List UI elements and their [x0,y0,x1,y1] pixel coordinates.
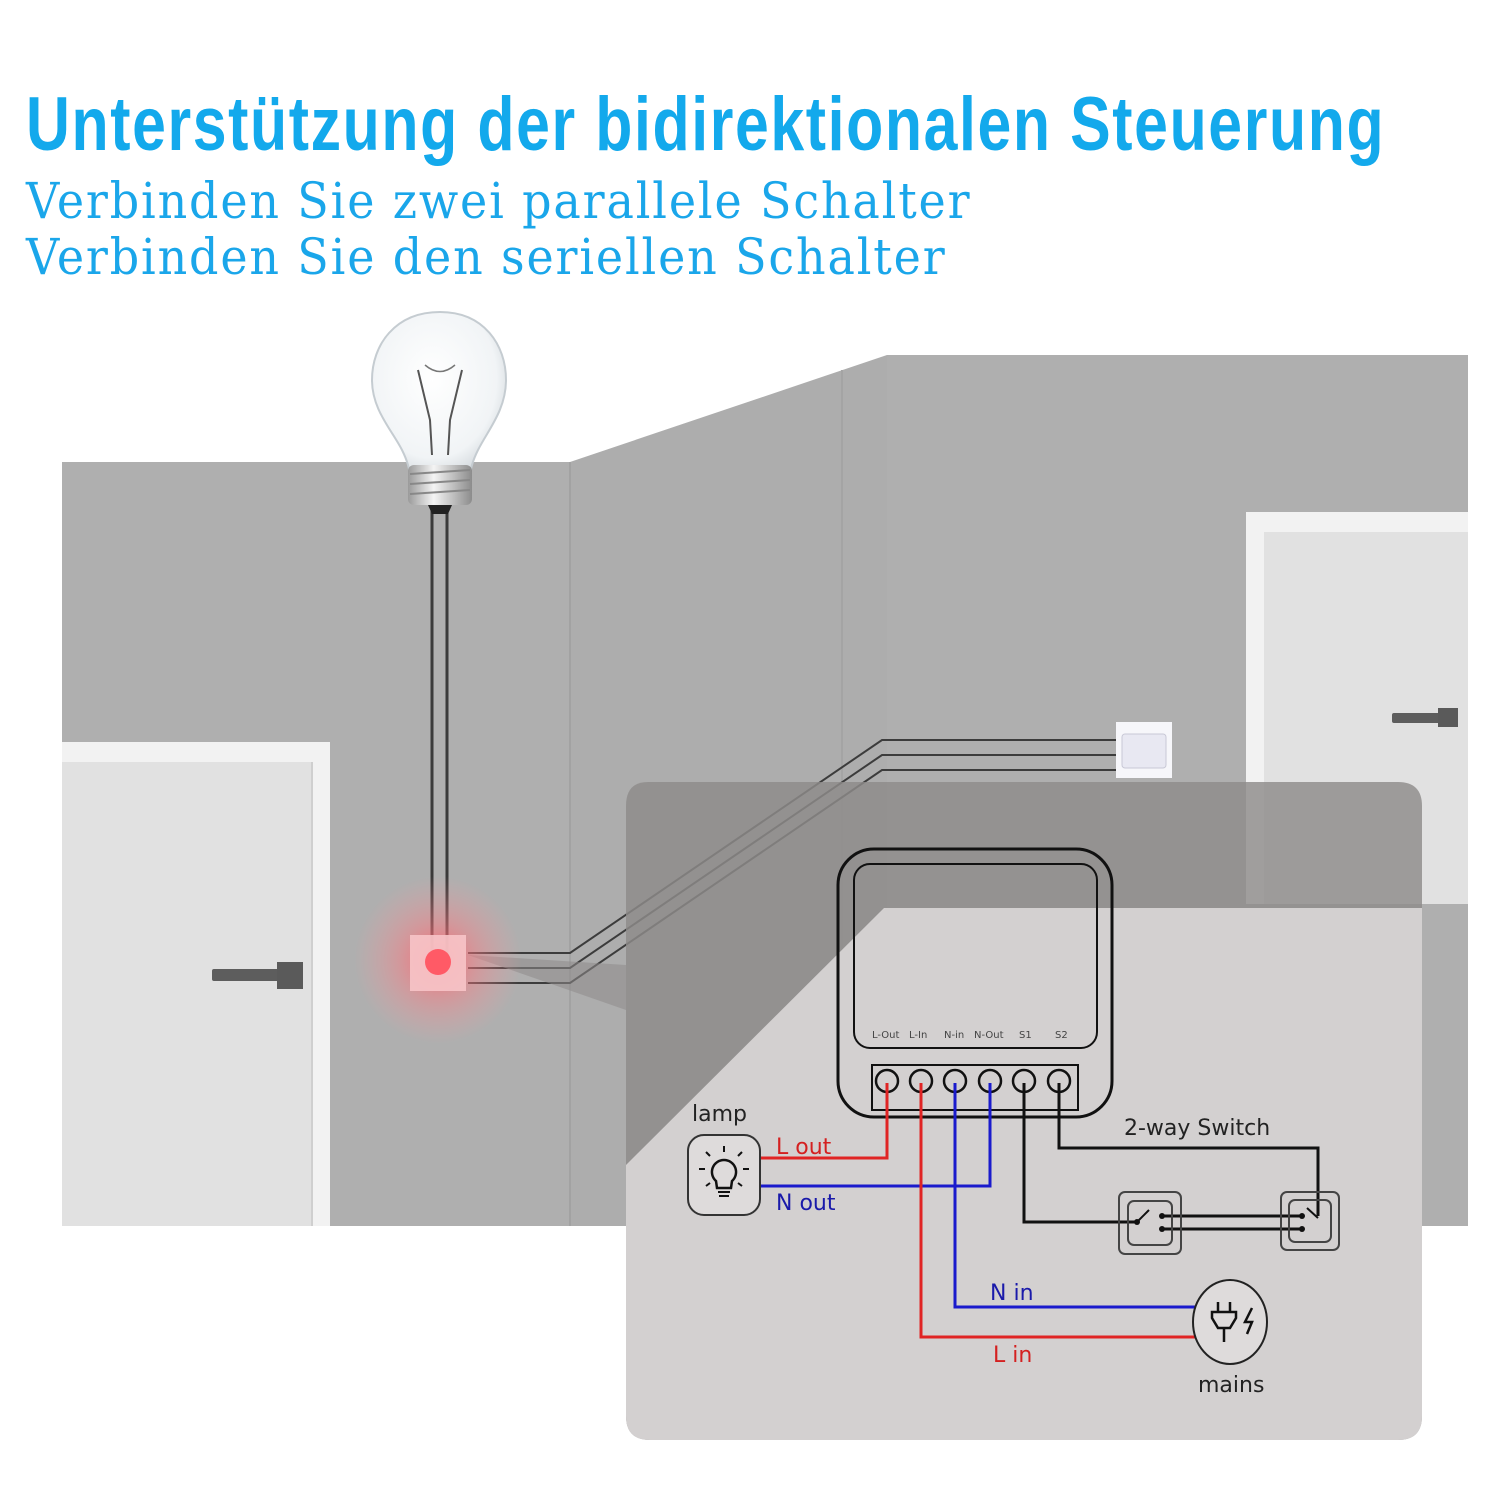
wire-s2 [1057,1083,1320,1216]
l-in-label: L in [993,1343,1032,1368]
lamp-icon [687,1134,761,1216]
wire-l-out [760,1083,889,1160]
terminal-label-s1: S1 [1019,1030,1032,1041]
terminal-label-n-out: N-Out [974,1030,1004,1041]
door-handle-icon [212,962,303,989]
left-door [62,742,330,1226]
wire-s1 [1022,1083,1136,1224]
terminal-label-l-in: L-In [909,1030,927,1041]
two-way-switch-2-icon [1280,1191,1340,1251]
n-out-label: N out [776,1191,836,1216]
n-in-label: N in [990,1281,1034,1306]
lamp-label: lamp [692,1102,747,1127]
two-way-switch-1-icon [1118,1191,1182,1255]
terminal-label-n-in: N-in [944,1030,964,1041]
light-bulb-icon [370,310,508,514]
mains-label: mains [1198,1373,1264,1398]
wall-switch-icon [1116,722,1172,778]
smart-relay-module [836,847,1114,1119]
relay-module-highlight [354,876,522,1044]
diagram-labels: lamp L out N out N in L in 2-way Switch … [692,1102,1270,1398]
wire-n-out [760,1083,992,1188]
headline: Unterstützung der bidirektionalen Steuer… [26,82,1386,167]
wire-l-in [919,1083,1196,1339]
l-out-label: L out [776,1135,832,1160]
subtitle-parallel-switches: Verbinden Sie zwei parallele Schalter [26,172,972,230]
two-way-switch-label: 2-way Switch [1124,1116,1270,1141]
mains-plug-icon [1192,1279,1268,1365]
wire-n-in [953,1083,1196,1309]
terminal-label-l-out: L-Out [872,1030,899,1041]
wiring [760,1083,1320,1339]
terminal-label-s2: S2 [1055,1030,1068,1041]
terminal-labels: L-Out L-In N-in N-Out S1 S2 [872,1030,1068,1041]
subtitle-serial-switch: Verbinden Sie den seriellen Schalter [26,228,947,286]
door-handle-icon [1392,708,1458,727]
